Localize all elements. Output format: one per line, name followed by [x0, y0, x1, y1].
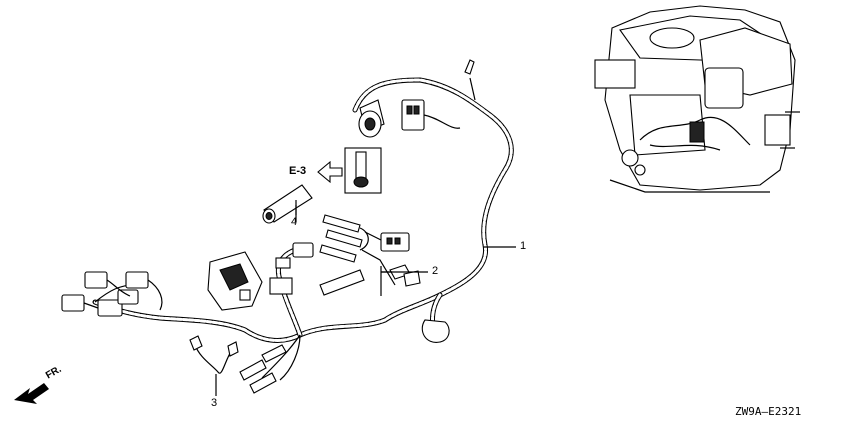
bottom-terminals: [239, 344, 287, 394]
callout-3: 3: [211, 397, 218, 409]
diagram-code: ZW9A—E2321: [735, 405, 802, 418]
round-connector: [358, 99, 385, 138]
harness-clip: [421, 319, 450, 343]
callout-2: 2: [432, 265, 439, 277]
cross-ref-label: E-3: [289, 165, 307, 177]
callout-4: 4: [291, 216, 298, 228]
coupler-left-group: [61, 271, 163, 317]
terminal-group: [319, 214, 396, 296]
hollow-left-arrow-icon: [317, 160, 343, 184]
coupler-small: [275, 242, 314, 269]
detail-box: [344, 147, 382, 194]
regulator-block: [207, 251, 293, 311]
coupler-top: [401, 99, 461, 131]
engine-overview: [594, 5, 800, 193]
callout-1: 1: [520, 240, 527, 252]
flange-bolt: [389, 264, 421, 287]
coupler-middle: [364, 231, 410, 252]
temp-sensor: [464, 59, 475, 75]
rubber-sleeve: [262, 184, 313, 224]
front-arrow-icon: [14, 383, 49, 404]
leader-lines: [215, 205, 516, 396]
ground-cable: [189, 335, 239, 374]
